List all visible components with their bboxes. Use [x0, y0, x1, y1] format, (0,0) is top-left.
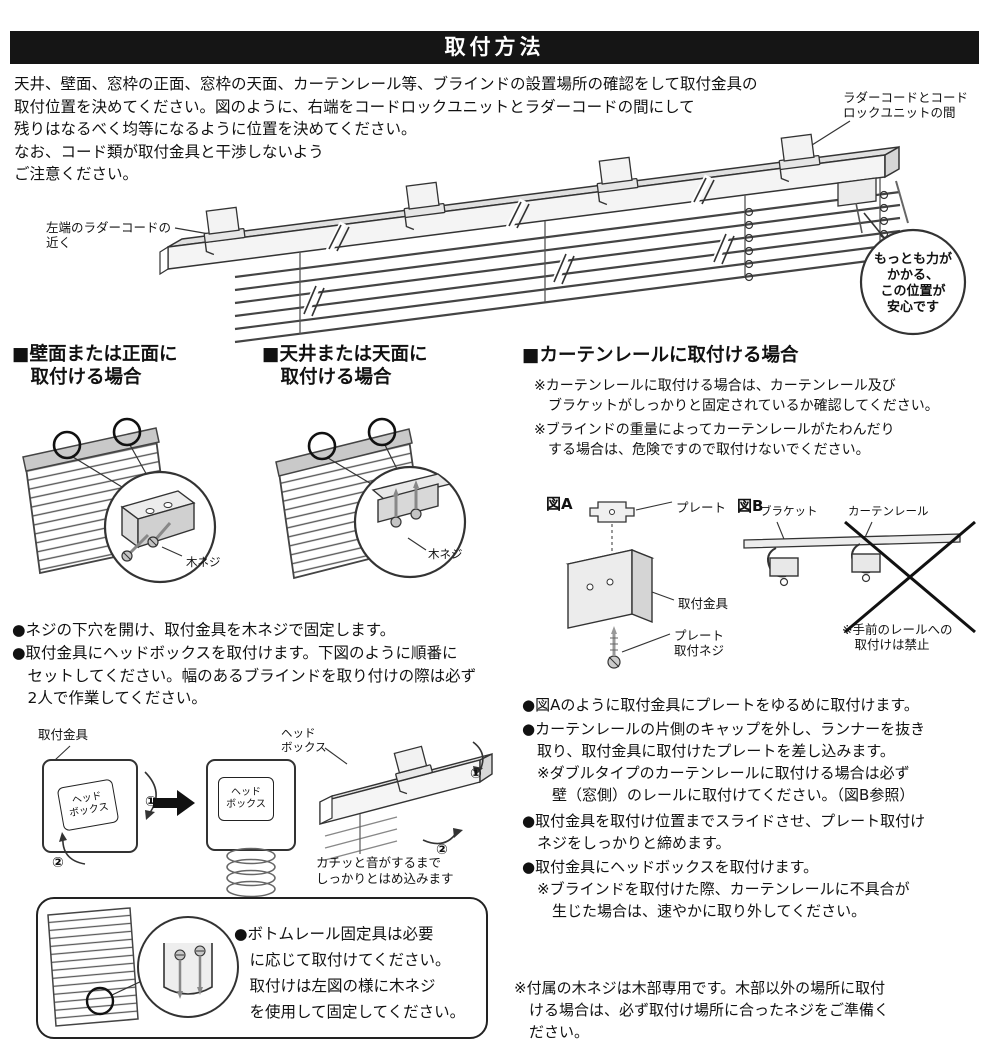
curtain-rail-note-1: ※カーテンレールに取付ける場合は、カーテンレール及び ブラケットがしっかりと固定… [534, 378, 939, 414]
break-marks [300, 174, 735, 318]
curtain-rail-note-2: ※ブラインドの重量によってカーテンレールがたわんだり する場合は、危険ですので取… [534, 422, 895, 458]
figure-a-diagram [565, 501, 675, 669]
wood-screw-note: ※付属の木ネジは木部専用です。木部以外の場所に取付 ける場合は、必ず取付け場所に… [514, 979, 890, 1041]
leader-line [811, 120, 851, 146]
bracket-label: 取付金具 [678, 596, 729, 611]
bracket-position-circle [52, 430, 82, 460]
wall-mount-illustration [22, 417, 217, 584]
ceiling-mount-illustration [275, 417, 467, 580]
wood-screw [410, 480, 422, 520]
wood-screw [390, 488, 402, 528]
mounting-brackets [203, 133, 821, 256]
step-1-marker-b: ① [470, 766, 482, 782]
curtain-rail-label: カーテンレール [848, 504, 929, 518]
rotate-arrow [144, 771, 157, 815]
ladder-cord-left-label: 左端のラダーコードの 近く [46, 220, 172, 250]
headbox-position-diagram [159, 120, 967, 344]
headbox-label: ヘッド ボックス [281, 726, 327, 754]
force-position-bubble-shape [859, 212, 967, 336]
force-position-bubble: もっとも力が かかる、 この位置が 安心です [873, 252, 952, 315]
bracket-position-circle [367, 417, 397, 447]
curtain-rail-step-3: ●取付金具を取付け位置までスライドさせ、プレート取付け ネジをしっかりと締めます… [522, 812, 926, 852]
plate-screw-label: プレート 取付ネジ [674, 628, 725, 658]
figure-b-diagram [743, 520, 976, 634]
leader-line [72, 456, 123, 488]
cord-lock-unit [837, 177, 909, 234]
figure-a-title: 図A [546, 495, 573, 513]
wood-screw [121, 533, 150, 562]
headbox-rail-perspective [319, 745, 493, 861]
curtain-rail-step-2: ●カーテンレールの片側のキャップを外し、ランナーを抜き 取り、取付金具に取付けた… [522, 720, 926, 804]
rail-bracket-label: ブラケット [760, 504, 818, 518]
leader-line [327, 457, 374, 486]
leader-line [324, 747, 348, 765]
curtain-rail-heading: ■カーテンレールに取付ける場合 [522, 345, 799, 366]
assembly-caption: カチッと音がするまで しっかりとはめ込みます [316, 855, 454, 886]
front-rail-warning: ※手前のレールへの 取付けは禁止 [842, 622, 953, 652]
wood-screw [147, 522, 172, 548]
curtain-rail-step-1: ●図Aのように取付金具にプレートをゆるめに取付けます。 [522, 696, 919, 714]
assembly-bracket-label: 取付金具 [38, 727, 89, 742]
next-step-arrow [153, 790, 195, 816]
leader-line [635, 501, 673, 511]
leader-line [161, 546, 183, 557]
bracket-detail-circle [103, 470, 217, 584]
wood-screw [194, 945, 206, 995]
curtain-rail-cross-section [743, 533, 961, 587]
headbox-box-2: ヘッド ボックス [218, 777, 274, 821]
bottom-rail-illustration [47, 907, 239, 1027]
ceiling-mount-heading: ■天井または天面に 取付ける場合 [262, 344, 428, 388]
ladder-cord-right-label: ラダーコードとコード ロックユニットの間 [843, 90, 969, 120]
wood-screw [174, 949, 186, 999]
install-step-1: ●ネジの下穴を開け、取付金具を木ネジで固定します。 [12, 621, 396, 639]
fixture-detail-circle [137, 916, 239, 1018]
bottom-rail-note: ●ボトムレール固定具は必要 に応じて取付けてください。 取付けは左図の様に木ネジ… [234, 925, 466, 1021]
figure-b-title: 図B [737, 497, 764, 515]
bracket-position-circle [112, 417, 142, 447]
wall-wood-screw-label: 木ネジ [186, 555, 221, 569]
intro-text: 天井、壁面、窓枠の正面、窓枠の天面、カーテンレール等、ブラインドの設置場所の確認… [14, 75, 758, 183]
plate-label: プレート [676, 500, 727, 515]
fixture-position-circle [85, 986, 115, 1016]
step-2-marker-b: ② [436, 842, 448, 858]
bracket-on-rail [393, 745, 433, 795]
prohibition-x-mark [844, 520, 976, 634]
leader-line [407, 537, 427, 551]
wall-mount-heading: ■壁面または正面に 取付ける場合 [12, 344, 178, 388]
plate-screw [607, 626, 621, 669]
plate [589, 501, 635, 523]
install-step-2: ●取付金具にヘッドボックスを取付けます。下図のように順番に セットしてください。… [12, 644, 477, 707]
step-2-marker-a: ② [52, 855, 64, 871]
blind-panel [47, 907, 139, 1027]
bracket-position-circle [307, 431, 337, 461]
ceiling-wood-screw-label: 木ネジ [428, 547, 463, 561]
leader-line [54, 745, 71, 761]
leader-line [651, 591, 675, 601]
leader-line [621, 633, 671, 653]
bracket-detail-circle [353, 465, 467, 579]
curtain-rail-step-4: ●取付金具にヘッドボックスを取付けます。 ※ブラインドを取付けた際、カーテンレー… [522, 858, 910, 920]
step-1-marker-a: ① [145, 794, 157, 810]
mounting-bracket [565, 548, 655, 629]
page-title: 取付方法 [10, 31, 979, 64]
hanging-slats [324, 814, 398, 861]
ladder-coil [226, 847, 276, 898]
leader-line [129, 444, 149, 478]
